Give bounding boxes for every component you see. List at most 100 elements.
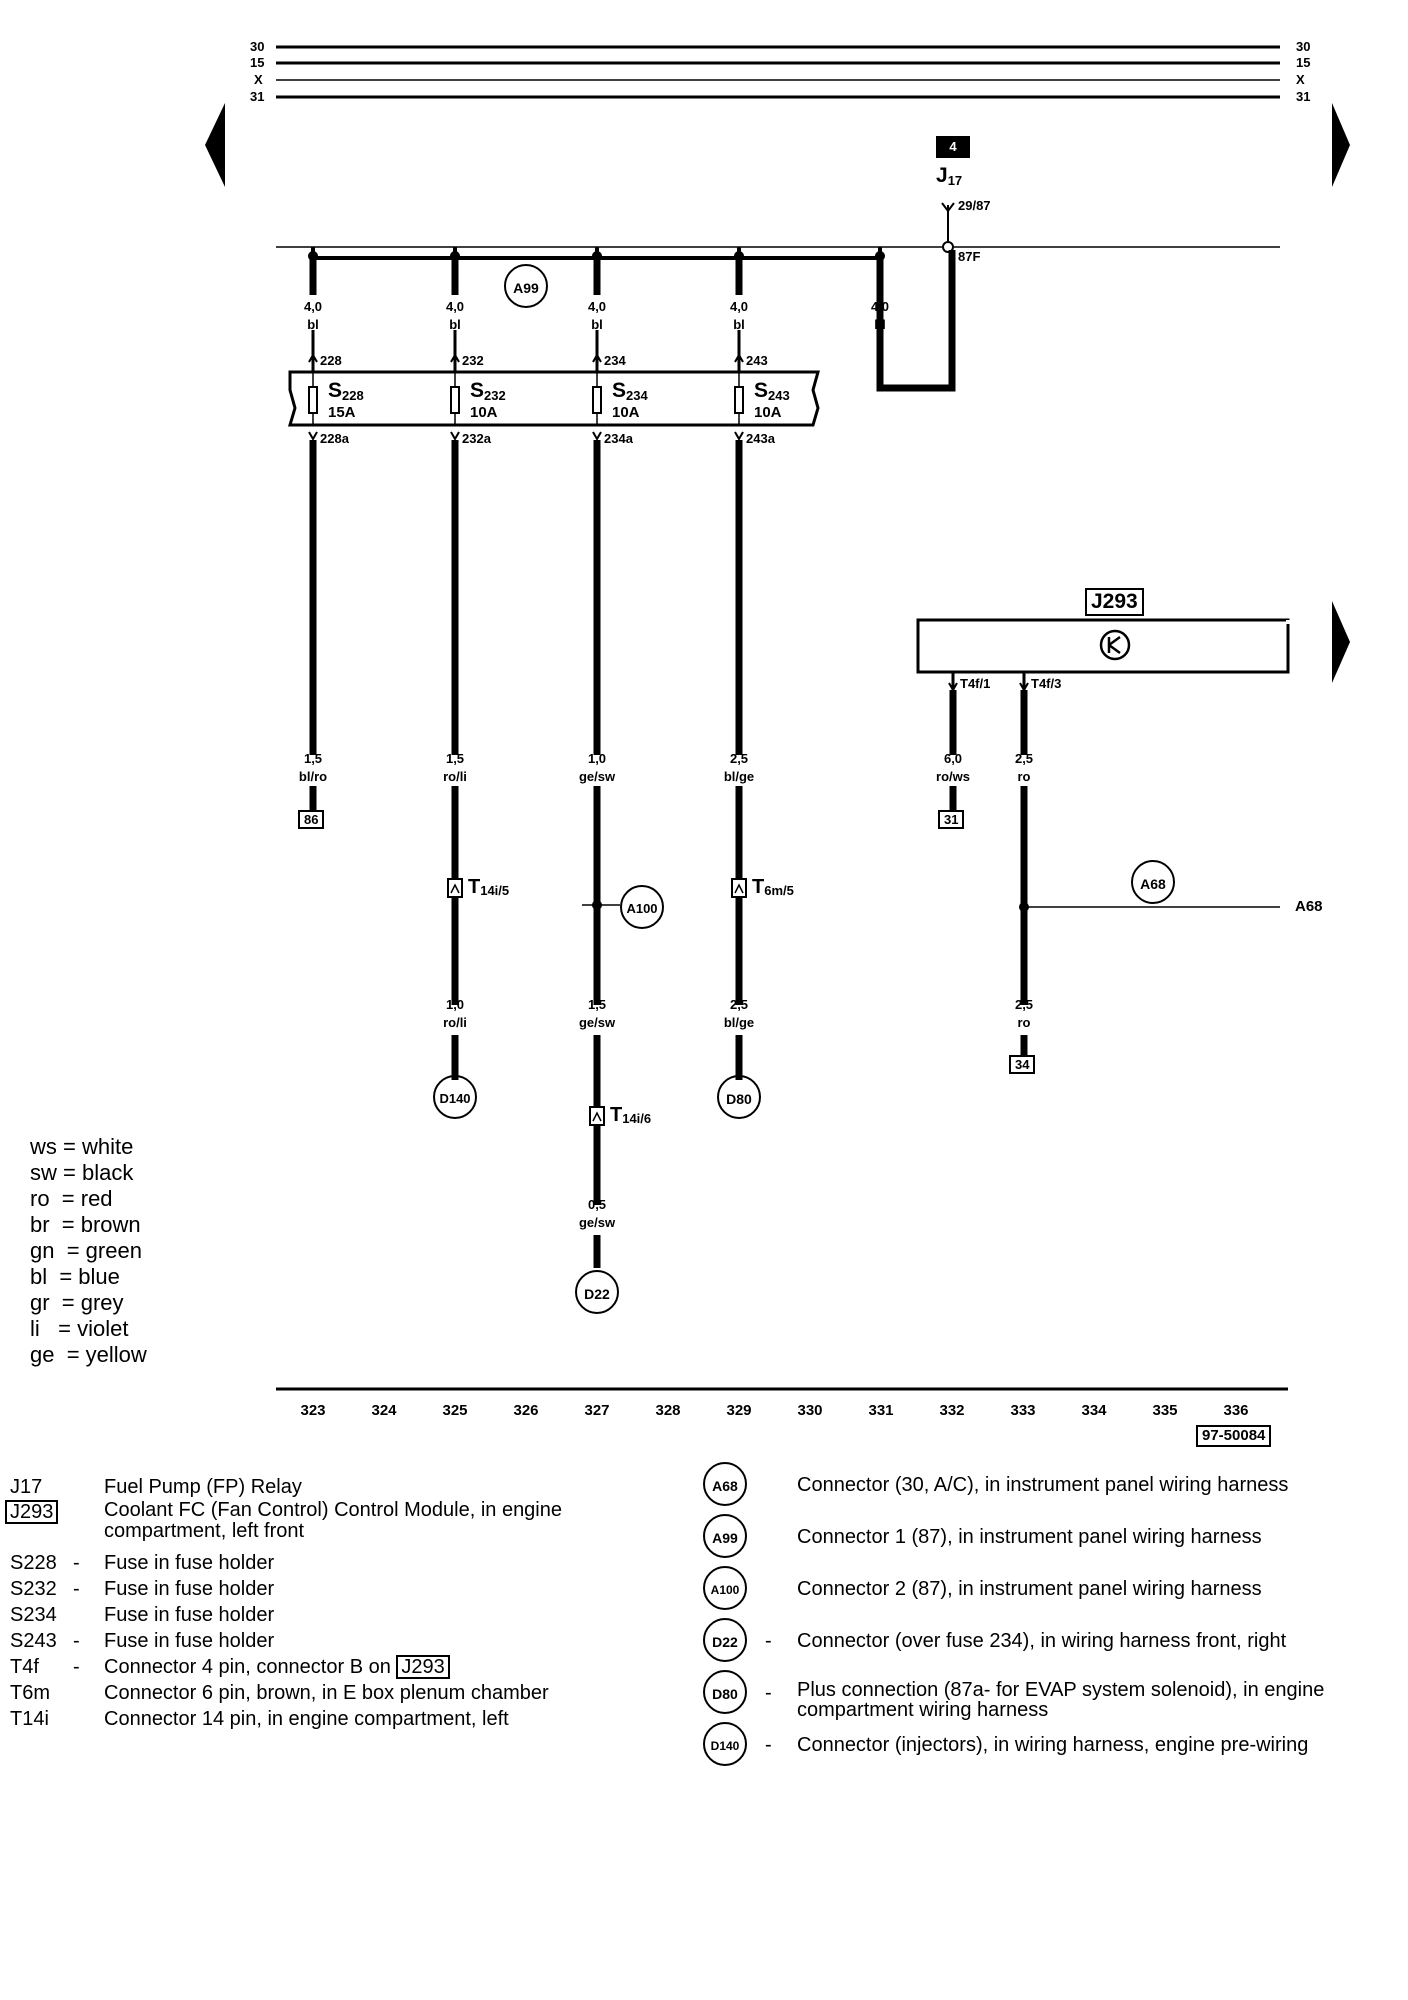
- grid-331: 331: [868, 1402, 894, 1419]
- connector-t14i6: T14i/6: [610, 1104, 652, 1126]
- wire-mid-color-4: bl/ge: [723, 769, 755, 784]
- continue-arrow: [1332, 601, 1350, 683]
- wire-mid-color-3: ge/sw: [578, 769, 616, 784]
- grid-327: 327: [584, 1402, 610, 1419]
- grid-328: 328: [655, 1402, 681, 1419]
- legend-ro: ro = red: [30, 1186, 113, 1211]
- wire-low-size-2: 1,5: [587, 997, 607, 1012]
- wire-low-color-4: ro: [1017, 1015, 1031, 1030]
- wire-mid-color-6: ro: [1017, 769, 1031, 784]
- prev-page-arrow: [205, 103, 225, 187]
- legend-sw: sw = black: [30, 1160, 134, 1185]
- wire-low-size-4: 2,5: [1014, 997, 1034, 1012]
- rail-label-left-15: 15: [250, 55, 265, 70]
- next-page-arrow: [1332, 103, 1350, 187]
- grid-323: 323: [300, 1402, 326, 1419]
- relay-pin-in: 29/87: [958, 198, 991, 213]
- grid-329: 329: [726, 1402, 752, 1419]
- wire-top-size-3: 4,0: [587, 299, 607, 314]
- grid-336: 336: [1223, 1402, 1249, 1419]
- wire-top-color-1: bl: [307, 317, 319, 332]
- wire-mid-color-5: ro/ws: [936, 769, 970, 784]
- wire-top-size-2: 4,0: [445, 299, 465, 314]
- legend-gn: gn = green: [30, 1238, 142, 1263]
- wire-low-color-3: bl/ge: [723, 1015, 755, 1030]
- j17-ref-number: 4: [949, 139, 957, 154]
- connector-a99: A99: [504, 264, 548, 308]
- grid-324: 324: [371, 1402, 397, 1419]
- terminal-34: 34: [1009, 1055, 1036, 1074]
- connector-d140: D140: [433, 1075, 477, 1119]
- relay-pin-out: 87F: [958, 249, 981, 264]
- grid-326: 326: [513, 1402, 539, 1419]
- wire-mid-color-1: bl/ro: [298, 769, 328, 784]
- legend-bl: bl = blue: [30, 1264, 120, 1289]
- wire-mid-size-5: 6,0: [943, 751, 963, 766]
- connector-d80: D80: [717, 1075, 761, 1119]
- wire-top-size-5: 4,0: [870, 299, 890, 314]
- wire-top-color-5: bl: [874, 317, 886, 332]
- legend-ws: ws = white: [30, 1134, 134, 1159]
- a68-continue-label: A68: [1295, 898, 1323, 915]
- j17-label: J17: [936, 164, 963, 188]
- wire-top-size-1: 4,0: [303, 299, 323, 314]
- grid-334: 334: [1081, 1402, 1107, 1419]
- wire-low-color-2: ge/sw: [578, 1015, 616, 1030]
- terminal-31: 31: [938, 810, 965, 829]
- fuse-holder: [287, 370, 820, 427]
- grid-335: 335: [1152, 1402, 1178, 1419]
- wire-low-size-1: 1,0: [445, 997, 465, 1012]
- fuse-out-243a: 243a: [746, 431, 775, 446]
- wire-mid-color-2: ro/li: [443, 769, 467, 784]
- rail-label-right-15: 15: [1296, 55, 1311, 70]
- legend-br: br = brown: [30, 1212, 141, 1237]
- wire-top-color-3: bl: [591, 317, 603, 332]
- legend-li: li = violet: [30, 1316, 129, 1341]
- wire-mid-size-1: 1,5: [303, 751, 323, 766]
- wire-mid-size-3: 1,0: [587, 751, 607, 766]
- legend-gr: gr = grey: [30, 1290, 124, 1315]
- fuse-in-243: 243: [746, 353, 768, 368]
- wire-top-color-4: bl: [733, 317, 745, 332]
- fuse-in-234: 234: [604, 353, 626, 368]
- legend-ge: ge = yellow: [30, 1342, 147, 1367]
- fuse-in-228: 228: [320, 353, 342, 368]
- wire-color-legend: ws = white sw = black ro = red br = brow…: [30, 1134, 147, 1368]
- grid-333: 333: [1010, 1402, 1036, 1419]
- connector-a68: A68: [1131, 860, 1175, 904]
- rail-label-left-31: 31: [250, 89, 265, 104]
- fuse-in-232: 232: [462, 353, 484, 368]
- wire-top-color-2: bl: [449, 317, 461, 332]
- grid-325: 325: [442, 1402, 468, 1419]
- wire-mid-size-2: 1,5: [445, 751, 465, 766]
- connector-d22: D22: [575, 1270, 619, 1314]
- pin-t4f-1: T4f/1: [960, 676, 991, 691]
- rail-label-left-30: 30: [250, 39, 265, 54]
- wire-low-color-1: ro/li: [443, 1015, 467, 1030]
- wire-mid-size-6: 2,5: [1014, 751, 1034, 766]
- connector-t14i5: T14i/5: [468, 876, 510, 898]
- supply-rails: [276, 45, 1280, 99]
- rail-label-right-x: X: [1296, 72, 1305, 87]
- wire-bottom-size: 0,5: [587, 1197, 607, 1212]
- wire-mid-size-4: 2,5: [729, 751, 749, 766]
- diagram-id: 97-50084: [1196, 1425, 1272, 1447]
- connector-t6m5: T6m/5: [752, 876, 794, 898]
- grid-332: 332: [939, 1402, 965, 1419]
- wire-bottom-color: ge/sw: [578, 1215, 616, 1230]
- fuse-out-234a: 234a: [604, 431, 633, 446]
- j17-ref-box: [936, 136, 970, 158]
- rail-label-right-31: 31: [1296, 89, 1311, 104]
- connector-a100: A100: [620, 885, 664, 929]
- rail-label-left-x: X: [254, 72, 263, 87]
- fuse-out-228a: 228a: [320, 431, 349, 446]
- rail-label-right-30: 30: [1296, 39, 1311, 54]
- grid-330: 330: [797, 1402, 823, 1419]
